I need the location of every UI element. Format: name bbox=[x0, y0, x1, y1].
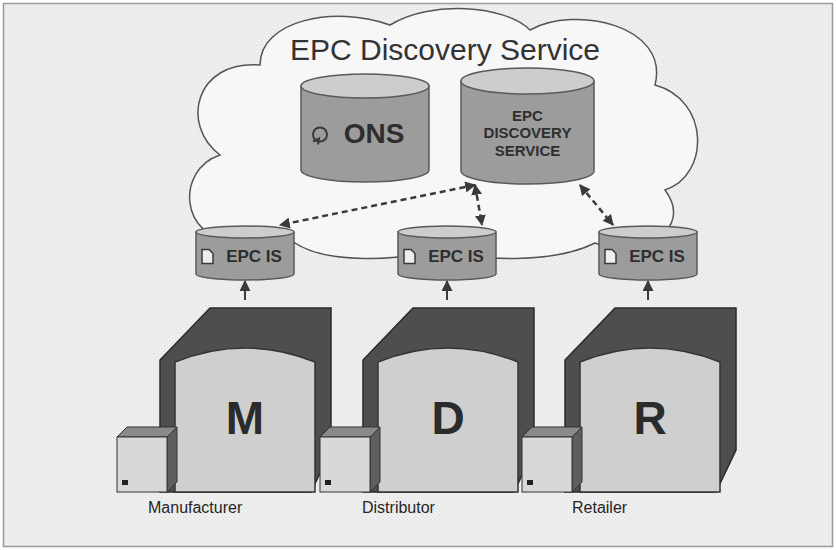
cylinder-shape bbox=[300, 73, 430, 183]
database-label: EPC IS bbox=[629, 247, 685, 267]
dashed-link bbox=[580, 185, 613, 225]
database-cylinder: ONS bbox=[300, 73, 430, 183]
database-cylinder: EPC IS bbox=[195, 225, 295, 281]
building-caption: Distributor bbox=[362, 499, 435, 517]
database-cylinder: EPC IS bbox=[598, 225, 698, 281]
database-label: EPC IS bbox=[226, 247, 282, 267]
building-drawing bbox=[520, 300, 740, 525]
cylinder-shape bbox=[195, 225, 295, 281]
cylinder-shape bbox=[397, 225, 497, 281]
building-caption: Retailer bbox=[572, 499, 627, 517]
building-letter: M bbox=[175, 395, 315, 441]
building-letter: R bbox=[580, 395, 720, 441]
cloud-title: EPC Discovery Service bbox=[175, 33, 715, 67]
cylinder-shape bbox=[460, 67, 595, 185]
cylinder-shape bbox=[598, 225, 698, 281]
building-drawing bbox=[115, 300, 335, 525]
database-cylinder: EPC IS bbox=[397, 225, 497, 281]
database-label: EPC DISCOVERY SERVICE bbox=[478, 107, 578, 159]
building-caption: Manufacturer bbox=[148, 499, 242, 517]
cloud-outline bbox=[175, 5, 715, 267]
site-building: M Manufacturer bbox=[115, 300, 335, 525]
database-cylinder: EPC DISCOVERY SERVICE bbox=[460, 67, 595, 185]
dashed-link bbox=[475, 185, 482, 225]
building-drawing bbox=[318, 300, 538, 525]
building-letter: D bbox=[378, 395, 518, 441]
site-building: D Distributor bbox=[318, 300, 538, 525]
upload-arrow bbox=[244, 281, 246, 300]
database-label: EPC IS bbox=[428, 247, 484, 267]
dashed-link bbox=[280, 185, 475, 225]
cloud-region: EPC Discovery ServiceONS EPC DISCOVERY SE… bbox=[175, 5, 715, 267]
site-building: R Retailer bbox=[520, 300, 740, 525]
database-label: ONS bbox=[344, 118, 405, 150]
upload-arrow bbox=[446, 281, 448, 300]
upload-arrow bbox=[647, 281, 649, 300]
